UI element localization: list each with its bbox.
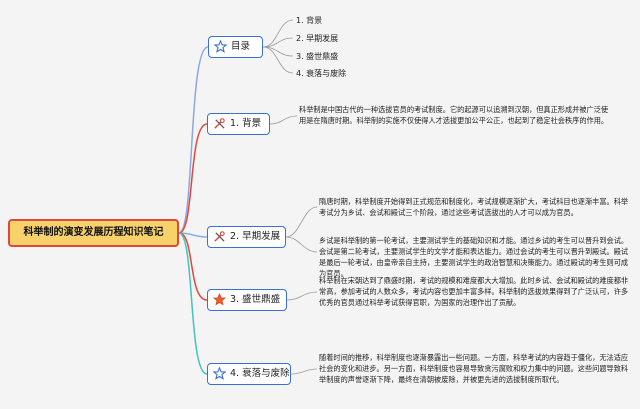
toc-item-3[interactable]: 3. 盛世鼎盛	[296, 52, 339, 61]
tools-icon	[213, 117, 226, 130]
branch-background	[178, 123, 208, 234]
node-decline[interactable]: 4. 衰落与废除	[207, 363, 291, 385]
branch-decline	[178, 232, 208, 375]
node-peak-label: 3. 盛世鼎盛	[230, 294, 281, 305]
paragraph-peak: 科举制在宋朝达到了鼎盛时期，考试的规模和难度都大大增加。此时乡试、会试和殿试的难…	[319, 276, 629, 307]
paragraph-background: 科举制是中国古代的一种选拔官员的考试制度。它的起源可以追溯到汉朝，但真正形成并被…	[299, 105, 609, 125]
node-background[interactable]: 1. 背景	[207, 113, 270, 135]
toc-item-2[interactable]: 2. 早期发展	[296, 34, 339, 43]
node-decline-label: 4. 衰落与废除	[230, 368, 290, 379]
paragraph-decline: 随着时间的推移，科举制度也逐渐暴露出一些问题。一方面，科举考试的内容趋于僵化，无…	[319, 353, 629, 384]
node-early-development-label: 2. 早期发展	[230, 231, 281, 242]
root-node[interactable]: 科举制的演变发展历程知识笔记	[8, 219, 179, 247]
node-toc[interactable]: 目录	[208, 36, 263, 58]
paragraph-early-development-1: 隋唐时期，科举制度开始得到正式规范和制度化，考试规模逐渐扩大，考试科目也逐渐丰富…	[319, 197, 629, 217]
tools-icon	[213, 230, 226, 243]
node-toc-label: 目录	[231, 41, 251, 52]
paragraph-early-development-2: 乡试是科举制的第一轮考试，主要测试学生的基础知识和才能。通过乡试的考生可以晋升到…	[319, 236, 629, 278]
star-outline-icon	[213, 367, 226, 380]
node-peak[interactable]: 3. 盛世鼎盛	[207, 289, 287, 311]
branch-toc	[178, 46, 209, 234]
star-icon	[213, 293, 226, 306]
toc-item-1[interactable]: 1. 背景	[296, 16, 323, 25]
branch-peak	[178, 232, 208, 301]
node-early-development[interactable]: 2. 早期发展	[207, 226, 286, 248]
toc-item-4[interactable]: 4. 衰落与废除	[296, 69, 347, 78]
node-background-label: 1. 背景	[230, 118, 262, 129]
star-outline-icon	[214, 40, 227, 53]
